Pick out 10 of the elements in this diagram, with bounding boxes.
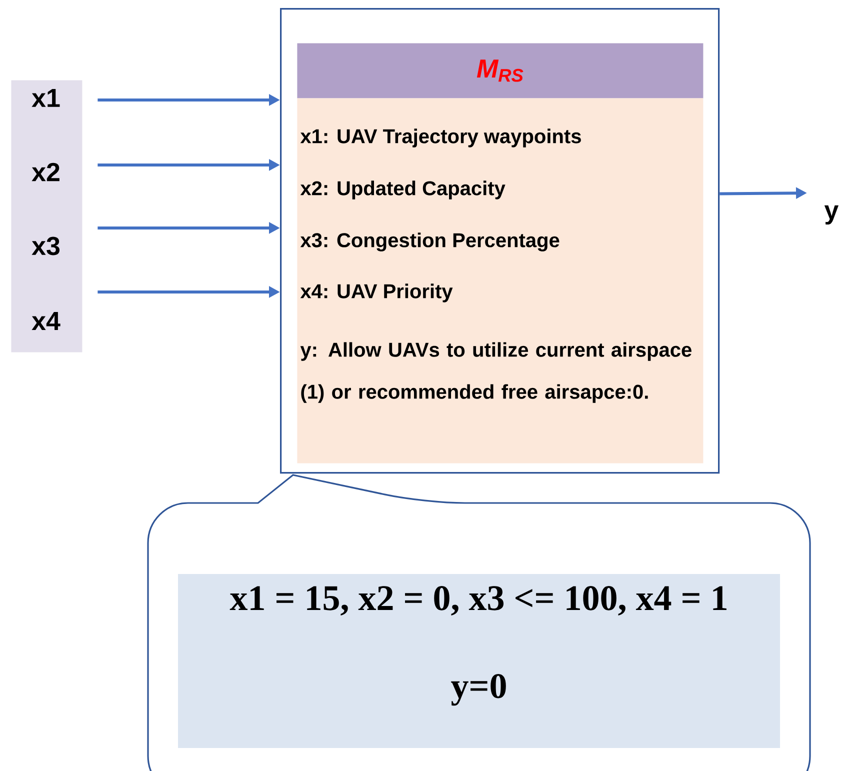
callout-bubble	[147, 474, 811, 771]
input-label: x1	[32, 89, 60, 107]
header-bar: M$_{RS}$	[297, 43, 704, 98]
input-label: x3	[32, 236, 60, 256]
result-box: x1 = 15, x2 = 0, x3 <= 100, x4 = 1 y=0	[178, 574, 780, 748]
description-panel: x1: UAV Trajectory waypoints x2: Updated Capacity x3: Congestion Percentage x4: UAV Priority y: Allow UAVs to utilize current airspace (1) or recommended free airsapce:0.	[297, 98, 704, 464]
input-label: x2	[32, 162, 60, 182]
output-label: y	[824, 205, 839, 225]
input-label: x4	[32, 312, 60, 330]
input-panel	[11, 80, 82, 352]
